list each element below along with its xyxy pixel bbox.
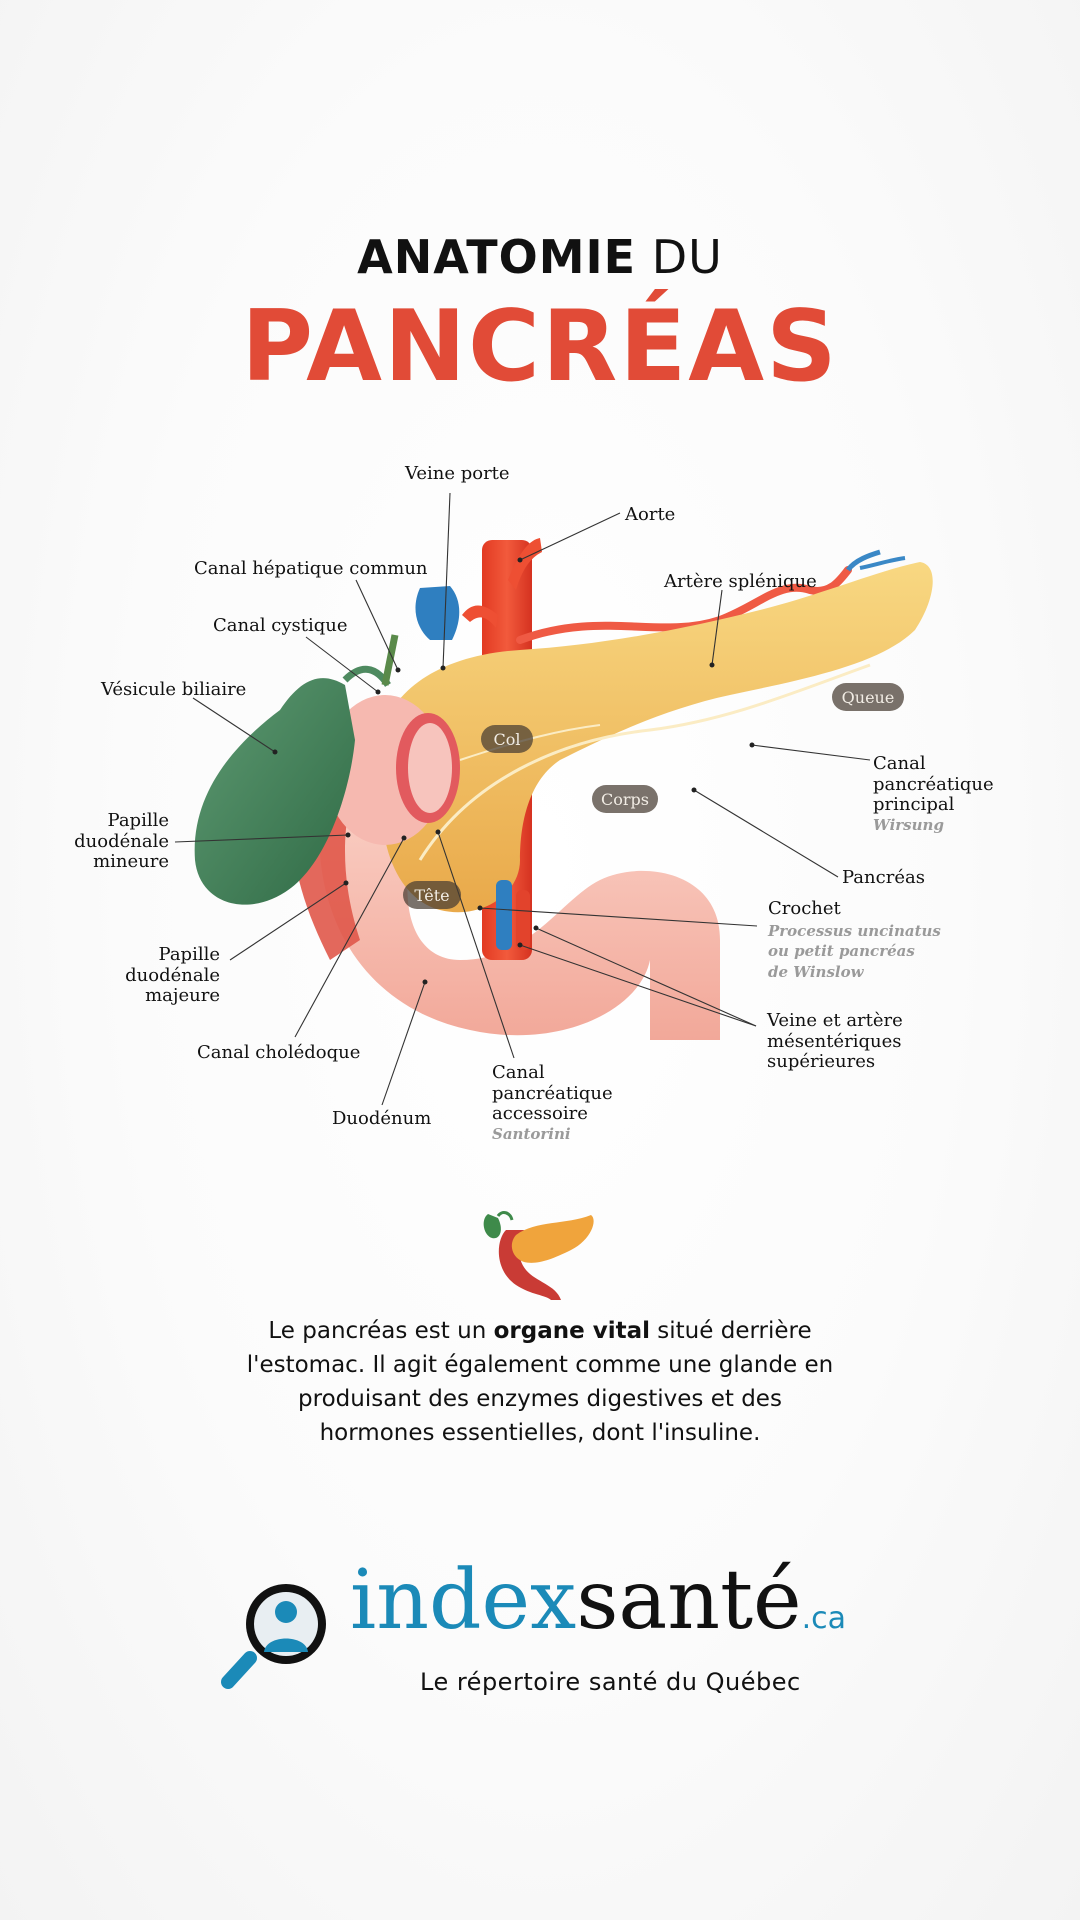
label-canal-principal: Canal pancréatique principal Wirsung [873,753,994,834]
label-canal-cystique: Canal cystique [213,615,348,636]
svg-text:Corps: Corps [601,790,649,809]
description-text-start: Le pancréas est un [268,1318,494,1344]
svg-text:ou petit pancréas: ou petit pancréas [768,942,915,960]
label-canal-accessoire: Canal pancréatique accessoire Santorini [492,1062,613,1143]
svg-text:pancréatique: pancréatique [492,1083,613,1104]
svg-text:de Winslow: de Winslow [768,963,865,981]
leader-lines [174,492,871,1106]
label-veine-mesenterique: Veine et artère mésentériques supérieure… [766,1010,903,1072]
svg-text:accessoire: accessoire [492,1103,588,1124]
brand-part-index: index [350,1553,577,1648]
label-pancreas: Pancréas [842,867,925,888]
portal-vein-shape [415,586,460,640]
mesenteric-vessels-shape [496,880,530,950]
pancreas-anatomy-diagram: Col Corps Tête Queue Veine porte Aorte C… [74,463,994,1143]
svg-text:Crochet: Crochet [768,898,842,919]
title-line-1: ANATOMIE DU [0,230,1080,284]
gallbladder-shape [194,678,355,905]
pancreas-icon [483,1211,594,1300]
label-papille-majeure: Papille duodénale majeure [125,944,220,1006]
brand-part-ca: .ca [801,1601,846,1636]
page-title: PANCRÉAS [241,290,839,404]
svg-text:mésentériques: mésentériques [767,1031,901,1052]
description-text-end: situé derrière l'estomac. Il agit égalem… [246,1318,834,1446]
region-pill-queue: Queue [832,683,904,711]
description-paragraph: Le pancréas est un organe vital situé de… [240,1314,840,1450]
svg-text:Papille: Papille [108,810,169,831]
svg-text:duodénale: duodénale [74,831,169,852]
svg-text:Canal: Canal [492,1062,545,1083]
svg-text:Col: Col [494,730,521,749]
svg-text:Papille: Papille [159,944,220,965]
svg-text:principal: principal [873,794,955,815]
brand-wordmark: indexsanté.ca [350,1560,846,1642]
svg-text:pancréatique: pancréatique [873,774,994,795]
brand-part-sante: santé [576,1553,802,1648]
svg-text:Queue: Queue [842,688,895,707]
svg-text:Wirsung: Wirsung [873,816,944,834]
duodenal-bulb-shape [325,695,460,845]
label-duodenum: Duodénum [332,1108,431,1129]
svg-text:Veine et artère: Veine et artère [766,1010,903,1031]
svg-text:Tête: Tête [414,886,449,905]
label-crochet: Crochet Processus uncinatus ou petit pan… [767,898,941,981]
svg-text:Canal: Canal [873,753,926,774]
label-vesicule: Vésicule biliaire [100,679,246,700]
svg-text:Processus uncinatus: Processus uncinatus [767,922,941,940]
pancreas-shape [380,562,933,913]
label-papille-mineure: Papille duodénale mineure [74,810,169,872]
svg-text:mineure: mineure [93,851,169,872]
svg-text:duodénale: duodénale [125,965,220,986]
label-artere-splenique: Artère splénique [663,571,817,592]
region-pill-col: Col [481,725,533,753]
title-bold-word: ANATOMIE [357,230,637,284]
svg-text:supérieures: supérieures [767,1051,875,1072]
splenic-artery-shape [516,566,852,644]
label-veine-porte: Veine porte [404,463,510,484]
title-light-word: DU [651,230,723,284]
label-canal-choledoque: Canal cholédoque [197,1042,360,1063]
region-pill-corps: Corps [592,785,658,813]
magnifier-doctor-icon [221,1584,326,1689]
label-canal-hepatique: Canal hépatique commun [194,558,428,579]
svg-text:majeure: majeure [145,985,220,1006]
brand-tagline: Le répertoire santé du Québec [420,1668,801,1696]
label-aorte: Aorte [624,504,675,525]
description-text-bold: organe vital [493,1318,650,1344]
svg-text:Santorini: Santorini [492,1125,571,1143]
region-pill-tete: Tête [403,881,461,909]
